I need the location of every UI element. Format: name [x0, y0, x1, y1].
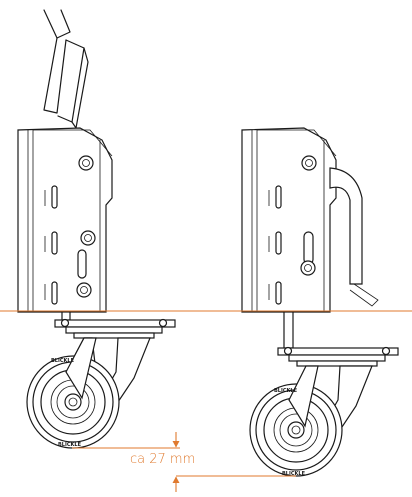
left-bolt: [78, 155, 94, 171]
left-slot: [51, 231, 58, 255]
right-bracket-assembly: [241, 127, 379, 349]
left-wheel-text-bottom: BLICKLE: [58, 442, 82, 448]
dimension-arrow-up: [172, 476, 180, 483]
right-wheel-text-top: BLICKLE: [274, 388, 298, 394]
left-caster: BLICKLE BLICKLE: [26, 318, 176, 449]
right-slot: [275, 185, 282, 209]
height-difference-dimension: [72, 432, 296, 492]
right-slot: [275, 281, 282, 305]
right-slot: [275, 231, 282, 255]
left-slot: [51, 281, 58, 305]
right-stem: [283, 311, 294, 349]
left-bolt: [76, 282, 92, 298]
dimension-arrow-down: [172, 441, 180, 448]
left-adjust-slot: [77, 249, 87, 279]
left-bracket-body: [17, 127, 113, 313]
right-bolt: [301, 155, 317, 171]
left-bolt: [80, 230, 96, 246]
right-caster: BLICKLE BLICKLE: [249, 346, 399, 477]
right-adjust-slot: [303, 231, 314, 265]
right-lowered-lever: [329, 167, 363, 285]
left-bracket-assembly: [17, 9, 113, 321]
left-raised-lever: [43, 9, 89, 129]
right-wheel-text-bottom: BLICKLE: [282, 471, 306, 477]
left-wheel-text-top: BLICKLE: [51, 358, 75, 364]
right-mount-plate: [277, 347, 399, 356]
height-difference-label: ca 27 mm: [130, 452, 196, 467]
right-bracket-body: [241, 127, 337, 313]
left-slot: [51, 185, 58, 209]
right-bolt: [300, 260, 316, 276]
left-mount-plate: [54, 319, 176, 328]
